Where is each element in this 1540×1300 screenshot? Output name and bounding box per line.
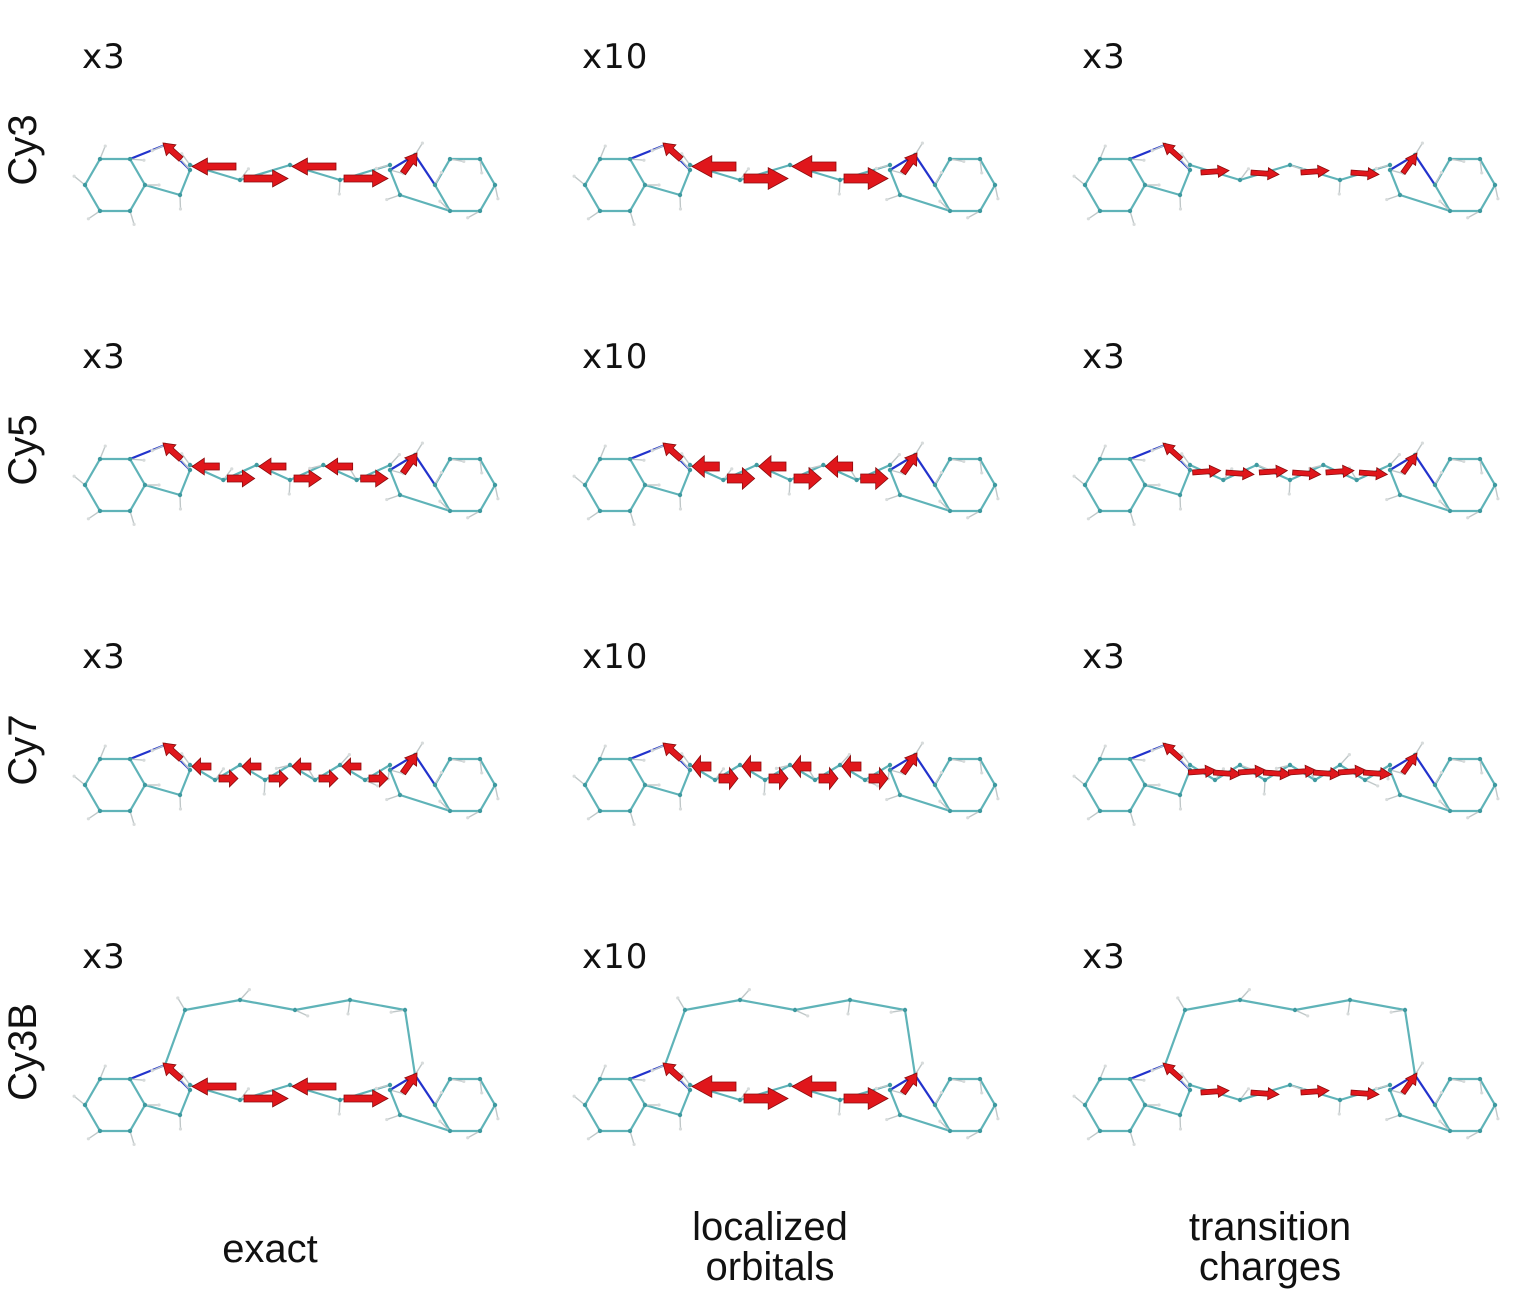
column-label-exact: exact — [222, 1227, 318, 1271]
scale-label-r4-c3: x3 — [1082, 937, 1126, 977]
transition-dipole-arrows — [662, 442, 918, 491]
transition-dipole-arrows — [1162, 142, 1418, 181]
molecule-r3-c1 — [72, 741, 500, 826]
row-label-cy5: Cy5 — [1, 414, 45, 485]
molecule-r2-c3 — [1072, 441, 1500, 526]
transition-dipole-arrows — [1162, 1062, 1418, 1101]
transition-dipole-arrows — [162, 142, 418, 188]
row-label-cy3b: Cy3B — [1, 1003, 45, 1101]
transition-dipole-arrows — [1162, 442, 1418, 481]
column-label-localized-line1: localized — [692, 1205, 848, 1249]
scale-label-r2-c1: x3 — [82, 337, 126, 377]
row-label-cy7: Cy7 — [1, 714, 45, 785]
molecule-r2-c1 — [72, 441, 500, 526]
transition-dipole-arrows — [662, 142, 918, 190]
scale-label-r4-c1: x3 — [82, 937, 126, 977]
scale-label-r1-c3: x3 — [1082, 37, 1126, 77]
molecule-panels — [72, 141, 1500, 1146]
molecule-r4-c2 — [572, 987, 1000, 1146]
molecule-r4-c3 — [1072, 987, 1500, 1146]
molecule-r3-c3 — [1072, 741, 1500, 826]
transition-dipole-arrows — [1162, 742, 1418, 781]
transition-dipole-arrows — [162, 742, 418, 788]
molecule-r2-c2 — [572, 441, 1000, 526]
column-label-transition-line2: charges — [1199, 1245, 1341, 1289]
column-label-transition-line1: transition — [1189, 1205, 1351, 1249]
transition-dipole-arrows — [662, 1062, 918, 1110]
scale-label-r2-c2: x10 — [582, 337, 648, 377]
column-label-localized-line2: orbitals — [706, 1245, 835, 1289]
molecule-r1-c2 — [572, 141, 1000, 226]
transition-dipole-arrows — [162, 1062, 418, 1108]
row-label-cy3: Cy3 — [1, 114, 45, 185]
scale-label-r3-c3: x3 — [1082, 637, 1126, 677]
transition-dipole-arrows — [162, 442, 418, 488]
molecule-r1-c3 — [1072, 141, 1500, 226]
scale-label-r3-c2: x10 — [582, 637, 648, 677]
molecule-r4-c1 — [72, 987, 500, 1146]
transition-dipole-arrows — [662, 742, 918, 791]
scale-label-r2-c3: x3 — [1082, 337, 1126, 377]
scale-label-r1-c2: x10 — [582, 37, 648, 77]
scale-label-r3-c1: x3 — [82, 637, 126, 677]
molecule-r1-c1 — [72, 141, 500, 226]
scale-label-r1-c1: x3 — [82, 37, 126, 77]
scale-label-r4-c2: x10 — [582, 937, 648, 977]
molecule-r3-c2 — [572, 741, 1000, 826]
